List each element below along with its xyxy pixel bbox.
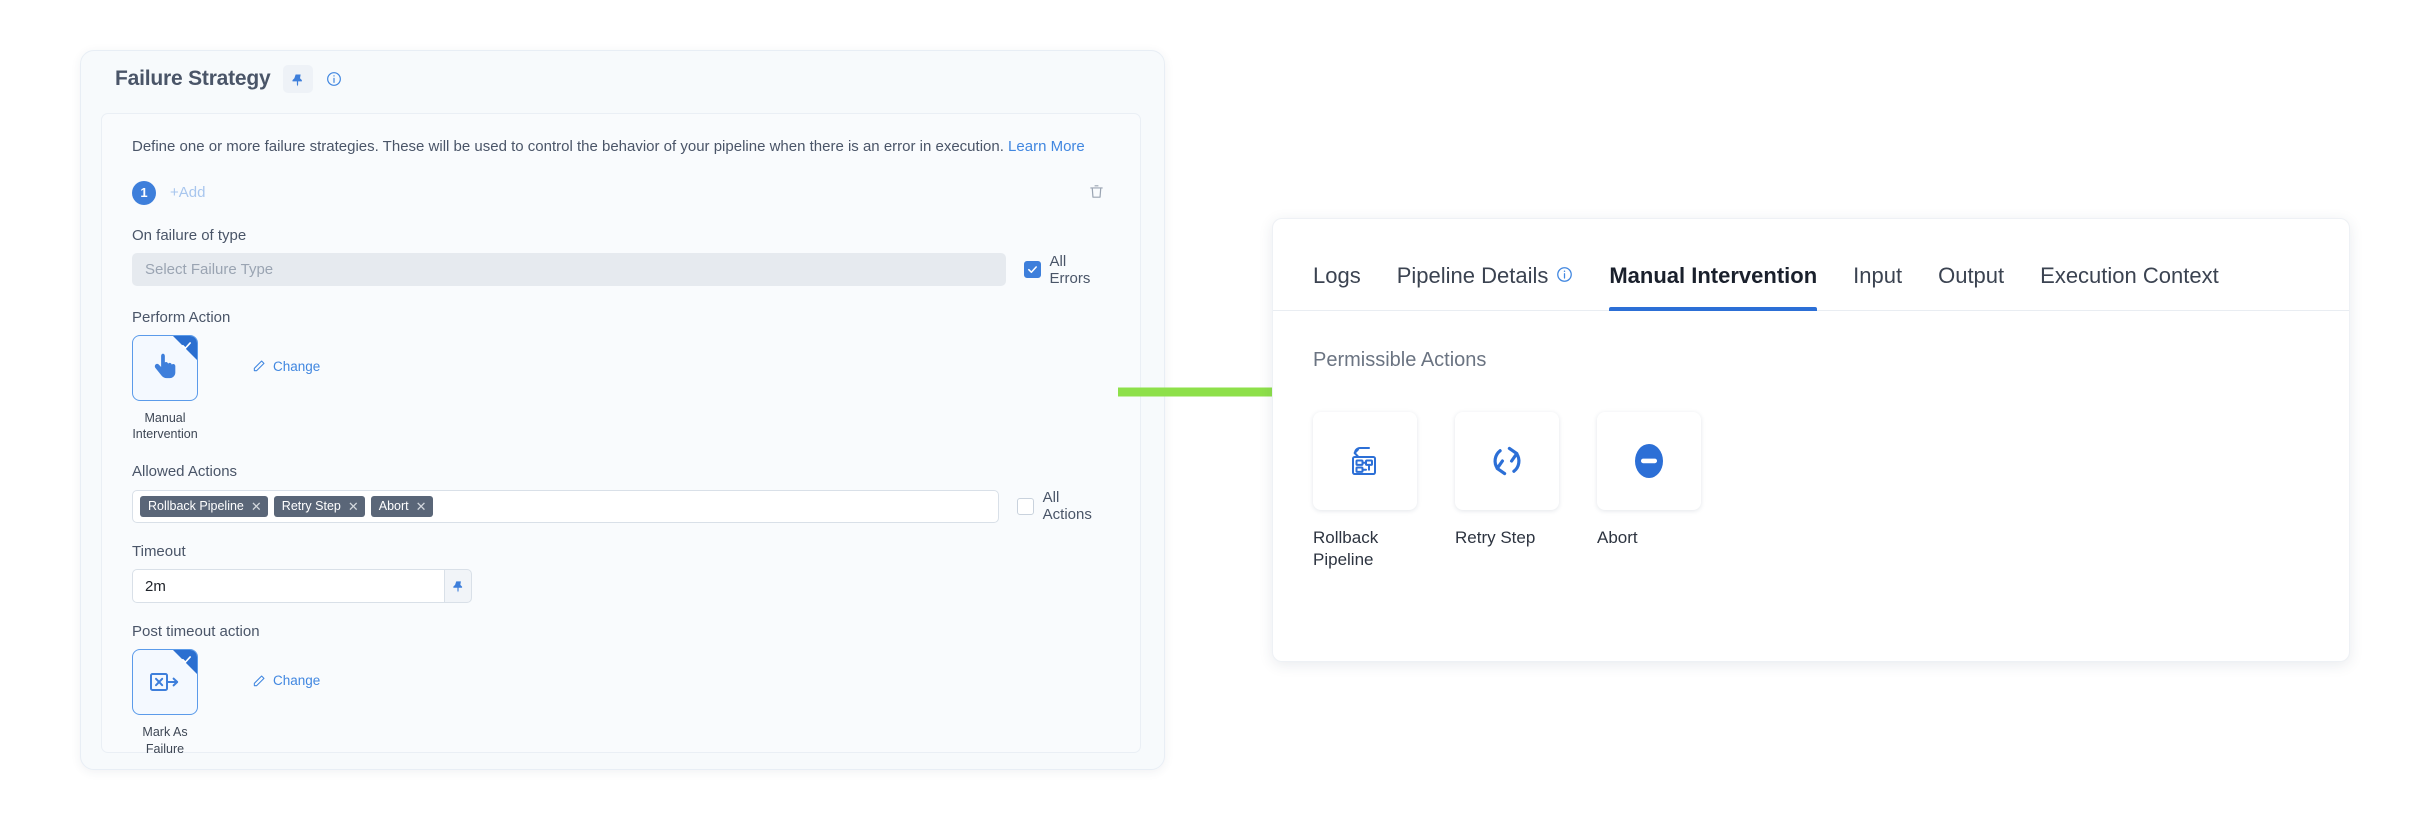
- timeout-input[interactable]: 2m: [132, 569, 444, 604]
- post-timeout-action-label: Post timeout action: [132, 623, 260, 641]
- tab-label: Pipeline Details: [1396, 263, 1549, 288]
- section-title: Permissible Actions: [1313, 349, 1487, 371]
- add-strategy-button[interactable]: +Add: [170, 184, 206, 201]
- allowed-actions-input[interactable]: Rollback Pipeline ✕ Retry Step ✕ Abort ✕: [132, 489, 1000, 523]
- permissible-action-retry-step: Retry Step: [1455, 412, 1559, 571]
- chip-retry-step[interactable]: Retry Step ✕: [273, 495, 365, 517]
- rollback-pipeline-button[interactable]: [1313, 412, 1417, 510]
- pointing-hand-icon: [154, 353, 176, 378]
- chip-label: Retry Step: [281, 499, 341, 514]
- page-title: Failure Strategy: [115, 67, 271, 90]
- all-errors-checkbox-wrap[interactable]: All Errors: [1023, 252, 1110, 287]
- mark-as-failure-caption: Mark As Failure: [142, 725, 188, 757]
- learn-more-link[interactable]: Learn More: [1008, 138, 1085, 155]
- tab-label: Input: [1853, 263, 1903, 288]
- failure-strategy-form: Define one or more failure strategies. T…: [101, 113, 1141, 756]
- pencil-icon: [253, 675, 265, 686]
- manual-intervention-card-col: Manual Intervention: [132, 334, 224, 444]
- info-circle-icon[interactable]: [1556, 263, 1573, 289]
- change-label: Change: [273, 673, 321, 689]
- pencil-icon: [253, 360, 265, 372]
- manual-intervention-caption: Manual Intervention: [132, 410, 198, 442]
- on-failure-type-row: Select Failure Type All Errors: [132, 253, 1110, 287]
- allowed-actions-label: Allowed Actions: [132, 463, 238, 481]
- timeout-label: Timeout: [132, 543, 186, 561]
- close-x-icon[interactable]: ✕: [250, 498, 262, 514]
- trash-icon[interactable]: [1088, 183, 1108, 203]
- permissible-action-rollback-pipeline: Rollback Pipeline: [1313, 412, 1417, 571]
- rollback-pipeline-icon: [1352, 447, 1376, 475]
- mark-as-failure-card-col: Mark As Failure: [132, 649, 224, 758]
- tab-bar: Logs Pipeline Details Manual Interventio…: [1273, 219, 2349, 311]
- strategy-add-row: 1 +Add: [132, 180, 1110, 205]
- tab-input[interactable]: Input: [1853, 263, 1902, 310]
- tab-label: Manual Intervention: [1609, 263, 1818, 288]
- chip-label: Rollback Pipeline: [148, 499, 244, 514]
- tab-manual-intervention[interactable]: Manual Intervention: [1609, 263, 1818, 311]
- abort-button[interactable]: [1597, 412, 1701, 510]
- close-x-icon[interactable]: ✕: [347, 498, 359, 514]
- manual-intervention-card[interactable]: [132, 334, 198, 401]
- chip-rollback-pipeline[interactable]: Rollback Pipeline ✕: [140, 495, 268, 517]
- chip-abort[interactable]: Abort ✕: [370, 495, 433, 517]
- selected-check-icon: [181, 338, 194, 351]
- strategy-index-badge[interactable]: 1: [132, 180, 156, 205]
- failure-type-select[interactable]: Select Failure Type: [132, 253, 1006, 286]
- panel-header: Failure Strategy: [81, 51, 1164, 107]
- info-circle-icon[interactable]: [325, 70, 343, 88]
- all-actions-checkbox-wrap[interactable]: All Actions: [1017, 489, 1110, 523]
- permissible-actions-list: Rollback Pipeline Retry Step: [1313, 412, 2309, 571]
- abort-minus-circle-icon: [1635, 444, 1663, 478]
- on-failure-type-label: On failure of type: [132, 226, 247, 244]
- retry-refresh-icon: [1493, 446, 1521, 476]
- tab-output[interactable]: Output: [1938, 263, 2004, 310]
- panel-description: Define one or more failure strategies. T…: [132, 136, 1110, 159]
- tab-pipeline-details[interactable]: Pipeline Details: [1397, 263, 1574, 310]
- all-actions-checkbox[interactable]: [1017, 497, 1034, 515]
- permissible-action-abort: Abort: [1597, 412, 1701, 571]
- tab-logs[interactable]: Logs: [1313, 263, 1361, 310]
- retry-step-button[interactable]: [1455, 412, 1559, 510]
- failure-strategy-panel: Failure Strategy Define one or more fail…: [80, 50, 1165, 770]
- permissible-action-label: Retry Step: [1455, 528, 1536, 547]
- tab-execution-context[interactable]: Execution Context: [2040, 263, 2219, 310]
- post-timeout-action-row: Mark As Failure Change: [132, 649, 1110, 758]
- manual-intervention-panel: Logs Pipeline Details Manual Interventio…: [1272, 218, 2350, 662]
- perform-action-row: Manual Intervention Change: [132, 334, 1110, 444]
- permissible-action-label: Abort: [1597, 528, 1638, 547]
- all-errors-label: All Errors: [1049, 252, 1091, 287]
- tab-label: Output: [1938, 263, 2005, 288]
- permissible-action-label: Rollback Pipeline: [1313, 528, 1379, 569]
- change-label: Change: [273, 358, 321, 374]
- tab-label: Execution Context: [2040, 263, 2219, 288]
- perform-action-label: Perform Action: [132, 308, 231, 326]
- all-actions-label: All Actions: [1042, 489, 1092, 524]
- close-x-icon[interactable]: ✕: [415, 498, 427, 514]
- pin-icon[interactable]: [282, 65, 313, 93]
- chip-label: Abort: [378, 499, 409, 514]
- change-perform-action-button[interactable]: Change: [252, 359, 320, 374]
- description-text: Define one or more failure strategies. T…: [132, 138, 1004, 155]
- change-post-timeout-action-button[interactable]: Change: [252, 673, 320, 688]
- selected-check-icon: [181, 652, 194, 665]
- tab-label: Logs: [1313, 263, 1361, 288]
- mark-as-failure-card[interactable]: [132, 649, 198, 716]
- all-errors-checkbox[interactable]: [1023, 261, 1041, 278]
- permissible-actions-section: Permissible Actions: [1273, 311, 2349, 571]
- mark-as-failure-icon: [150, 673, 179, 692]
- failure-type-placeholder: Select Failure Type: [145, 261, 274, 278]
- allowed-actions-row: Rollback Pipeline ✕ Retry Step ✕ Abort ✕…: [132, 489, 1110, 523]
- timeout-row: 2m: [132, 569, 1110, 604]
- timeout-pin-icon[interactable]: [444, 569, 472, 604]
